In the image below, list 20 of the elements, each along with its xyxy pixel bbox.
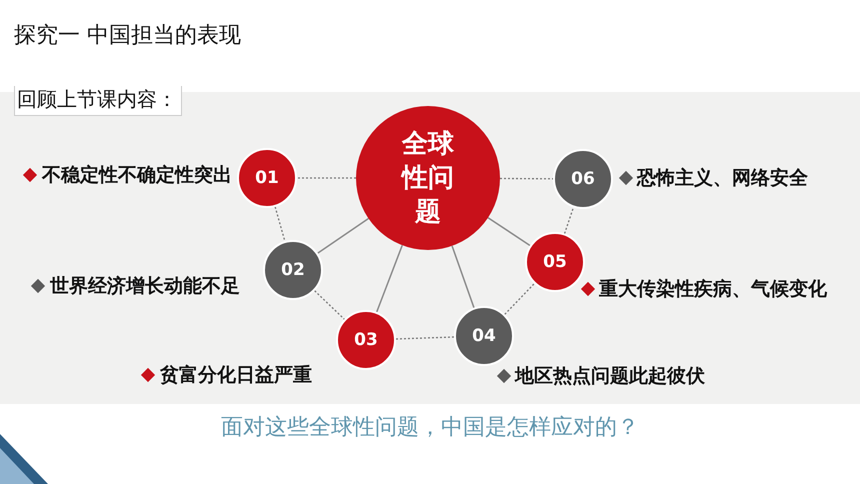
dotted-connector [500, 178, 553, 180]
caption: 面对这些全球性问题，中国是怎样应对的？ [220, 414, 640, 442]
connector-line [376, 244, 403, 312]
dotted-connector [297, 177, 356, 179]
connector-line [317, 218, 369, 254]
section-label: 回顾上节课内容： [14, 86, 182, 116]
dotted-connector [504, 283, 535, 315]
issue-text: 世界经济增长动能不足 [50, 274, 240, 298]
connector-line [488, 217, 530, 246]
title: 探究一 中国担当的表现 [14, 22, 241, 50]
dotted-connector [396, 336, 454, 340]
issue-text: 恐怖主义、网络安全 [637, 166, 808, 190]
issue-text: 不稳定性不确定性突出 [42, 163, 232, 187]
dotted-connector [314, 290, 345, 320]
issue-text: 重大传染性疾病、气候变化 [599, 277, 827, 301]
dotted-connector [274, 206, 286, 242]
connector-line [451, 246, 475, 308]
dotted-connector [564, 207, 574, 234]
issue-text: 地区热点问题此起彼伏 [515, 364, 705, 388]
issue-text: 贫富分化日益严重 [160, 363, 312, 387]
